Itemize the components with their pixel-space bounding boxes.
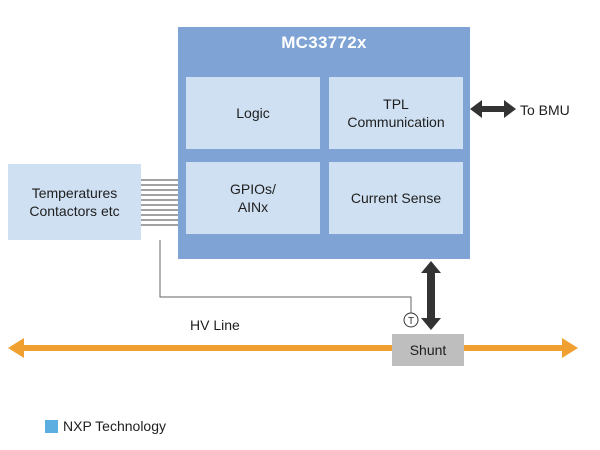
temp-sensor-label: T	[408, 316, 414, 327]
gpio-label-line2: AINx	[237, 199, 269, 215]
temp-sensor-icon	[403, 312, 419, 328]
gpio-label-line1: GPIOs/	[230, 181, 276, 197]
current-sense-label: Current Sense	[350, 190, 442, 206]
current-sense-arrow	[421, 261, 441, 330]
gpio-ainx-block: GPIOs/ AINx	[186, 162, 320, 234]
tpl-label-line2: Communication	[347, 114, 445, 130]
external-label-line2: Contactors etc	[29, 203, 120, 219]
tpl-label-line1: TPL	[383, 96, 409, 112]
external-label: Temperatures Contactors etc	[29, 184, 119, 220]
tpl-label: TPL Communication	[347, 95, 444, 131]
external-sensors-box: Temperatures Contactors etc	[8, 164, 141, 240]
legend-label: NXP Technology	[63, 418, 166, 434]
logic-block: Logic	[186, 77, 320, 149]
chip-title: MC33772x	[281, 33, 367, 52]
shunt-label: Shunt	[409, 342, 447, 358]
temp-sensor-wire	[159, 240, 412, 313]
logic-label: Logic	[236, 105, 270, 121]
current-sense-block: Current Sense	[329, 162, 463, 234]
legend-swatch	[45, 420, 58, 433]
hv-line-label: HV Line	[190, 317, 240, 333]
external-label-line1: Temperatures	[31, 185, 118, 201]
to-bmu-label: To BMU	[520, 102, 570, 118]
shunt-box: Shunt	[392, 334, 464, 366]
hv-line-arrow	[8, 338, 578, 358]
gpio-label: GPIOs/ AINx	[230, 180, 276, 216]
tpl-communication-block: TPL Communication	[329, 77, 463, 149]
to-bmu-arrow	[470, 100, 516, 118]
